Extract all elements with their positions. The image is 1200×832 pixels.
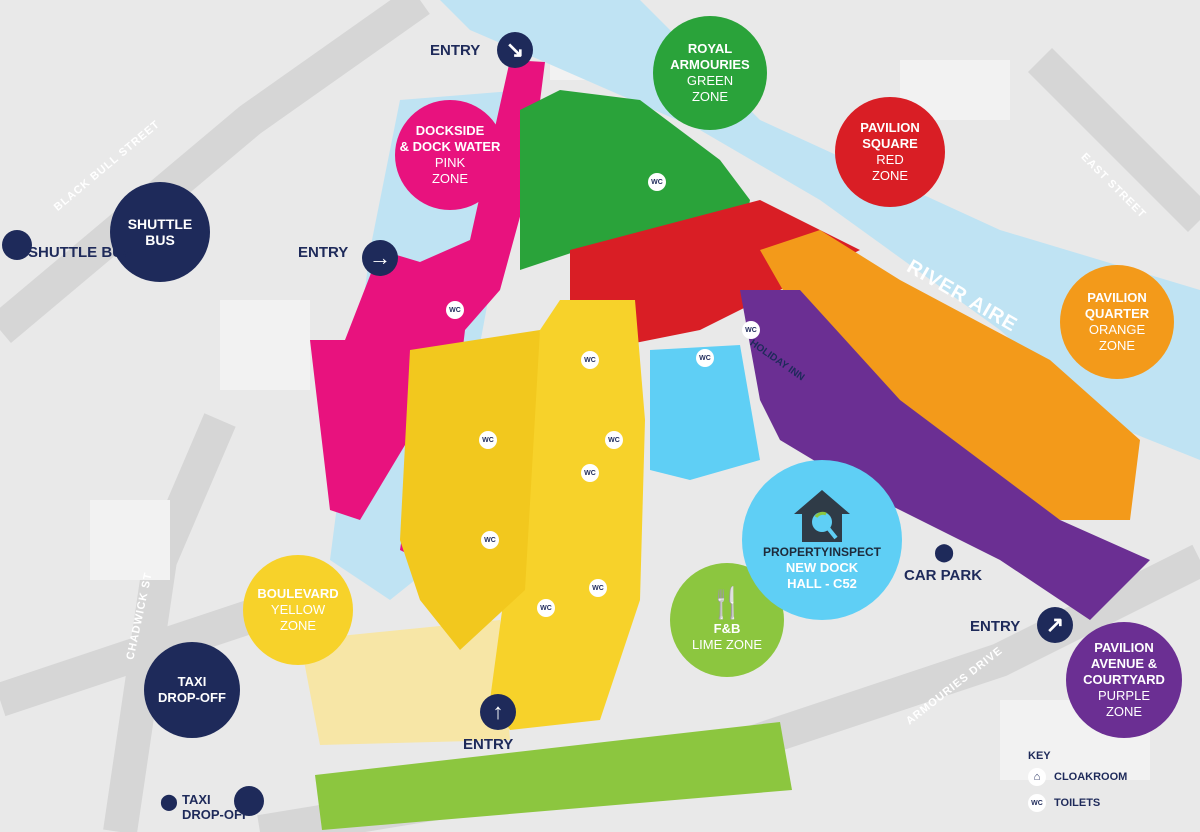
zone-word: ZONE bbox=[691, 89, 729, 104]
zone-red bbox=[570, 200, 860, 350]
entry-label-dock: ENTRY bbox=[298, 244, 349, 261]
zone-orange bbox=[760, 230, 1140, 520]
cutlery-icon: 🍴 bbox=[708, 587, 746, 620]
zone-name: COURTYARD bbox=[1083, 672, 1165, 687]
zone-lime bbox=[315, 722, 792, 830]
zone-name: PAVILION bbox=[1087, 290, 1147, 305]
exhibitor-propertyinspect[interactable]: PROPERTYINSPECT NEW DOCK HALL - C52 bbox=[742, 460, 902, 620]
hanger-icon: ⌂ bbox=[1028, 768, 1046, 786]
stand-number: HALL - C52 bbox=[787, 576, 857, 591]
entry-label-south: ENTRY bbox=[463, 736, 514, 753]
zone-word: ZONE bbox=[871, 168, 909, 183]
location-pin-icon: ⬤ bbox=[934, 542, 955, 562]
zone-name: ARMOURIES bbox=[670, 57, 750, 72]
toilet-marker: WC bbox=[581, 351, 599, 369]
zone-name: PAVILION bbox=[1094, 640, 1154, 655]
taxi-text: TAXI bbox=[177, 674, 207, 689]
toilet-icon: WC bbox=[1028, 794, 1046, 812]
shuttle-bus-dot bbox=[2, 230, 32, 260]
toilet-marker: WC bbox=[479, 431, 497, 449]
zone-name: DOCKSIDE bbox=[415, 123, 485, 138]
car-park-label: CAR PARK bbox=[904, 567, 983, 584]
zone-color: LIME ZONE bbox=[691, 637, 763, 652]
taxi-dot bbox=[234, 786, 264, 816]
key-cloakroom: CLOAKROOM bbox=[1054, 771, 1128, 783]
toilet-marker: WC bbox=[742, 321, 760, 339]
toilet-marker: WC bbox=[446, 301, 464, 319]
zone-purple bbox=[740, 290, 1150, 620]
zone-color: YELLOW bbox=[270, 602, 326, 617]
zone-yellow-wedges bbox=[400, 330, 540, 650]
shuttle-bus-pin-label: SHUTTLE BUS bbox=[28, 244, 133, 261]
toilet-marker: WC bbox=[581, 464, 599, 482]
toilet-marker: WC bbox=[605, 431, 623, 449]
zone-word: ZONE bbox=[1105, 704, 1143, 719]
zone-color: ORANGE bbox=[1088, 322, 1146, 337]
zone-color: RED bbox=[876, 152, 904, 167]
zone-word: ZONE bbox=[1098, 338, 1136, 353]
zone-color: PURPLE bbox=[1097, 688, 1151, 703]
entry-arrow-icon: ↘ bbox=[497, 32, 533, 68]
new-dock-hall bbox=[650, 345, 760, 480]
map-key: KEY ⌂ CLOAKROOM WC TOILETS bbox=[1028, 750, 1127, 812]
toilet-marker: WC bbox=[648, 173, 666, 191]
zone-name: ROYAL bbox=[687, 41, 733, 56]
shuttle-text: BUS bbox=[145, 232, 175, 248]
location-pin-icon: ⬤ bbox=[160, 794, 178, 811]
zone-word: ZONE bbox=[279, 618, 317, 633]
entry-arrow-icon: ↑ bbox=[480, 694, 516, 730]
toilet-marker: WC bbox=[696, 349, 714, 367]
zone-color: PINK bbox=[434, 155, 466, 170]
zone-word: ZONE bbox=[431, 171, 469, 186]
hall-name: NEW DOCK bbox=[785, 560, 859, 575]
zone-name: BOULEVARD bbox=[257, 586, 339, 601]
entry-label-top: ENTRY bbox=[430, 42, 481, 59]
zone-color: GREEN bbox=[686, 73, 734, 88]
toilet-marker: WC bbox=[589, 579, 607, 597]
toilet-marker: WC bbox=[537, 599, 555, 617]
zone-name: & DOCK WATER bbox=[399, 139, 501, 154]
entry-label-east: ENTRY bbox=[970, 618, 1021, 635]
zone-name: QUARTER bbox=[1084, 306, 1150, 321]
zone-name: AVENUE & bbox=[1090, 656, 1158, 671]
zone-pale-yellow bbox=[300, 620, 510, 745]
shuttle-text: SHUTTLE bbox=[127, 216, 193, 232]
key-title: KEY bbox=[1028, 750, 1051, 762]
toilet-marker: WC bbox=[481, 531, 499, 549]
zone-name: F&B bbox=[713, 621, 741, 636]
key-toilets: TOILETS bbox=[1054, 797, 1101, 809]
entry-arrow-icon: ↗ bbox=[1037, 607, 1073, 643]
brand-name: PROPERTYINSPECT bbox=[762, 545, 882, 559]
zone-name: SQUARE bbox=[862, 136, 918, 151]
taxi-text: DROP-OFF bbox=[158, 690, 226, 705]
zone-name: PAVILION bbox=[860, 120, 920, 135]
zone-yellow-boulevard bbox=[490, 300, 645, 730]
entry-arrow-icon: → bbox=[362, 240, 398, 276]
house-magnifier-icon bbox=[794, 490, 850, 542]
